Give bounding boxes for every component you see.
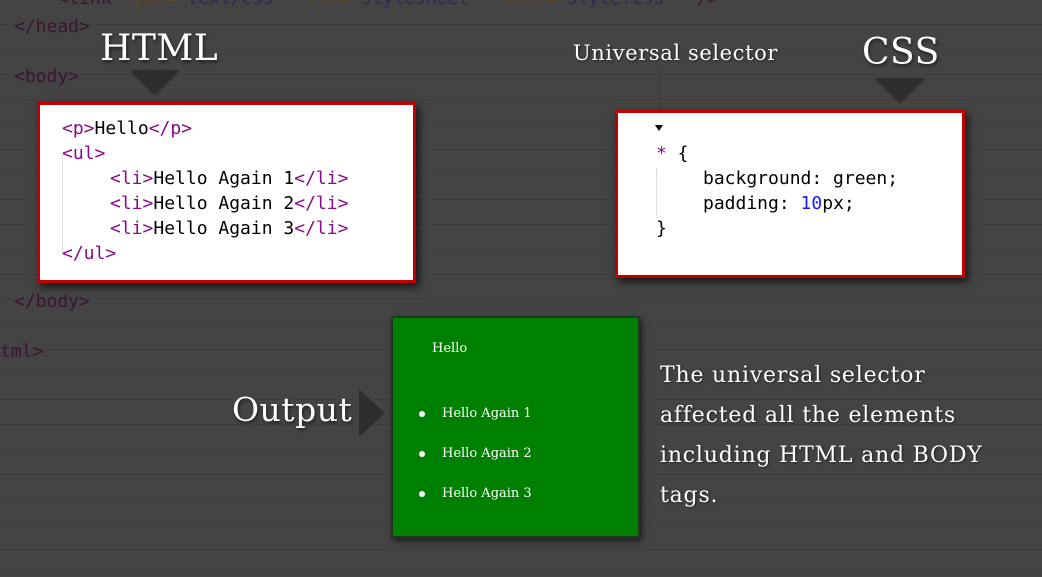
rendered-output-box: Hello Hello Again 1 Hello Again 2 Hello … xyxy=(391,316,640,538)
code-line-ul-open: <ul> xyxy=(62,143,106,164)
css-heading: CSS xyxy=(862,32,940,73)
bg-code-body-open: <body> xyxy=(14,66,80,87)
html-code-box: <p>Hello</p> <ul> <li>Hello Again 1</li>… xyxy=(37,102,416,283)
pointer-line xyxy=(659,70,660,125)
code-line-p: <p>Hello</p> xyxy=(62,118,193,139)
html-down-arrow-icon xyxy=(131,70,179,94)
indent-guide xyxy=(62,155,63,255)
output-right-arrow-icon xyxy=(359,389,385,437)
code-line-li-1: <li>Hello Again 1</li> xyxy=(110,168,349,189)
indent-guide xyxy=(656,168,657,218)
output-list-item-3: Hello Again 3 xyxy=(442,486,532,501)
universal-selector-label: Universal selector xyxy=(573,41,778,65)
output-paragraph: Hello xyxy=(432,341,468,356)
description-text: The universal selector affected all the … xyxy=(660,363,983,508)
bullet-icon xyxy=(419,451,425,457)
bullet-icon xyxy=(419,491,425,497)
bg-code-head-close: </head> xyxy=(14,16,90,37)
bg-code-html-close: tml> xyxy=(0,341,44,362)
code-line-brace-close: } xyxy=(656,218,667,239)
html-heading: HTML xyxy=(100,28,219,69)
code-line-selector: * { xyxy=(656,143,689,164)
bullet-icon xyxy=(419,411,425,417)
output-list-item-2: Hello Again 2 xyxy=(442,446,532,461)
code-line-padding: padding: 10px; xyxy=(703,193,855,214)
code-line-li-2: <li>Hello Again 2</li> xyxy=(110,193,349,214)
pointer-arrow-icon xyxy=(655,125,663,131)
output-list-item-1: Hello Again 1 xyxy=(442,406,532,421)
code-line-ul-close: </ul> xyxy=(62,243,117,264)
code-line-background: background: green; xyxy=(703,168,899,189)
bg-code-body-close: </body> xyxy=(14,291,90,312)
css-code-box: * { background: green; padding: 10px; } xyxy=(615,110,965,278)
css-down-arrow-icon xyxy=(876,78,924,102)
bg-code-link-line: <link type="text/css" rel="stylesheet" h… xyxy=(14,0,718,9)
output-heading: Output xyxy=(232,390,353,429)
code-line-li-3: <li>Hello Again 3</li> xyxy=(110,218,349,239)
